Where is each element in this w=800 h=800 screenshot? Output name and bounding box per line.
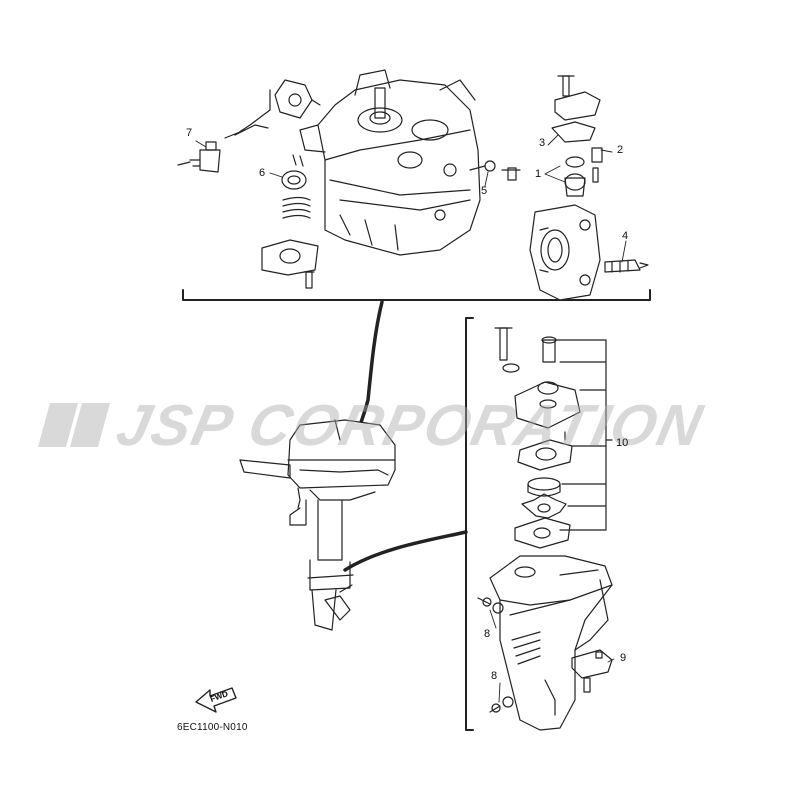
- callout-7: 7: [186, 127, 193, 139]
- callout-1: 1: [535, 168, 542, 180]
- part-4-spark-plug: [604, 259, 649, 273]
- cylinder-head: [529, 204, 601, 301]
- linkage-assembly: [224, 79, 321, 139]
- fwd-arrow: [195, 687, 237, 713]
- callout-9: 9: [620, 652, 627, 664]
- water-pump-assembly: [494, 327, 613, 549]
- callout-2: 2: [617, 144, 624, 156]
- callout-10: 10: [616, 437, 629, 449]
- callout-5: 5: [481, 185, 488, 197]
- part-5-fitting: [469, 160, 521, 181]
- part-7-sensor: [177, 141, 221, 173]
- part-9-anode: [571, 649, 613, 693]
- callout-8-upper: 8: [484, 628, 491, 640]
- lower-unit-housing: [489, 555, 613, 731]
- pump-assembly-top: [551, 75, 603, 197]
- right-bracket: [465, 317, 474, 731]
- part-8-lower: [489, 696, 514, 713]
- connector-line-bottom: [343, 530, 468, 572]
- callout-8-lower: 8: [491, 670, 498, 682]
- engine-block: [299, 69, 481, 256]
- callout-6: 6: [259, 167, 266, 179]
- figure-code: 6EC1100-N010: [177, 722, 248, 733]
- upper-bracket: [182, 289, 651, 301]
- leader-lines: [195, 134, 627, 703]
- callout-3: 3: [539, 137, 546, 149]
- outboard-motor: [239, 419, 396, 631]
- part-8-upper: [477, 597, 504, 614]
- part-6-assembly: [261, 154, 319, 289]
- callout-4: 4: [622, 230, 629, 242]
